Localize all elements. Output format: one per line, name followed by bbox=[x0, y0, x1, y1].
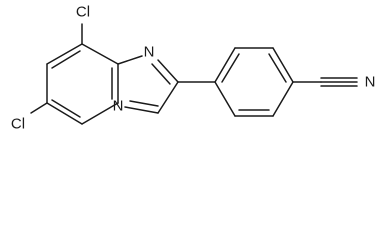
chemical-structure: Cl Cl N N N bbox=[11, 4, 376, 133]
bond bbox=[157, 59, 179, 83]
bond bbox=[268, 53, 287, 83]
bond bbox=[46, 102, 83, 125]
pyridine-ring bbox=[46, 43, 119, 125]
bond bbox=[46, 43, 83, 65]
bond bbox=[51, 99, 81, 118]
bond bbox=[214, 47, 236, 83]
bond bbox=[221, 53, 240, 83]
atom-label-n-imidazole: N bbox=[144, 44, 155, 61]
bond bbox=[81, 102, 119, 125]
bond bbox=[272, 81, 294, 117]
bond bbox=[151, 63, 171, 85]
benzene-ring bbox=[214, 47, 294, 117]
bond bbox=[30, 102, 48, 114]
atom-label-n-nitrile: N bbox=[365, 74, 376, 91]
bond bbox=[129, 100, 159, 107]
chloro-substituents bbox=[30, 23, 83, 114]
bond bbox=[117, 55, 143, 65]
bond bbox=[51, 50, 81, 69]
bond bbox=[81, 43, 119, 65]
nitrile-group bbox=[292, 77, 358, 87]
bond bbox=[124, 106, 159, 114]
imidazole-ring bbox=[117, 55, 179, 114]
bond bbox=[272, 47, 294, 83]
bond bbox=[214, 81, 236, 117]
bond bbox=[157, 81, 179, 114]
atom-label-cl-bottom: Cl bbox=[11, 116, 25, 133]
atom-label-cl-top: Cl bbox=[76, 4, 90, 21]
atom-label-n-bridgehead: N bbox=[113, 98, 124, 115]
